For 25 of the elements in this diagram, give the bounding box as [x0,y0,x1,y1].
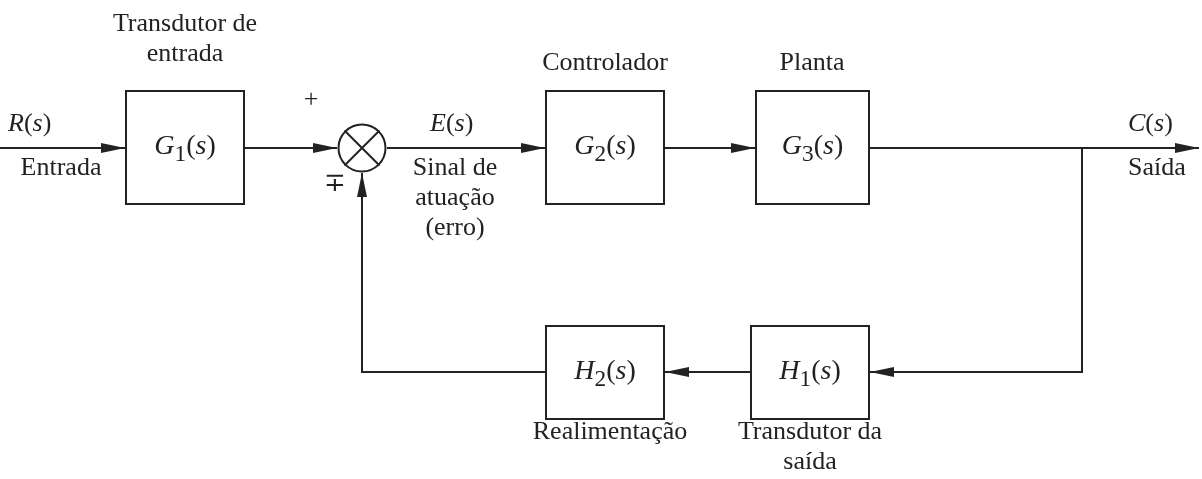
transfer-function: G$_{3}$(s) [781,128,844,167]
signal-description: Sinal de atuação (erro) [411,152,499,242]
block-caption: Realimentação [531,416,689,446]
transfer-function: H$_{1}$(s) [779,353,841,392]
block-caption: Transdutor de entrada [112,8,258,68]
arrow [0,143,126,153]
signal-label: C(s) [1128,108,1173,138]
arrow [664,143,756,153]
transfer-function: H$_{2}$(s) [574,353,636,392]
arrow [357,172,546,373]
signal-name: Entrada [0,152,122,182]
arrow [664,367,751,377]
sign-label: ∓ [323,168,347,198]
transfer-function: G$_{1}$(s) [154,128,216,167]
block-caption: Controlador [541,47,669,77]
signal-name: Saída [1115,152,1199,182]
transfer-function: G$_{2}$(s) [574,128,636,167]
signal-label: E(s) [430,108,474,138]
block-caption: Transdutor da saída [736,416,884,476]
sign-label: + [302,84,320,114]
arrow [386,143,546,153]
arrow [244,143,338,153]
arrow [869,147,1083,377]
block-caption: Planta [778,47,846,77]
signal-label: R(s) [8,108,52,138]
